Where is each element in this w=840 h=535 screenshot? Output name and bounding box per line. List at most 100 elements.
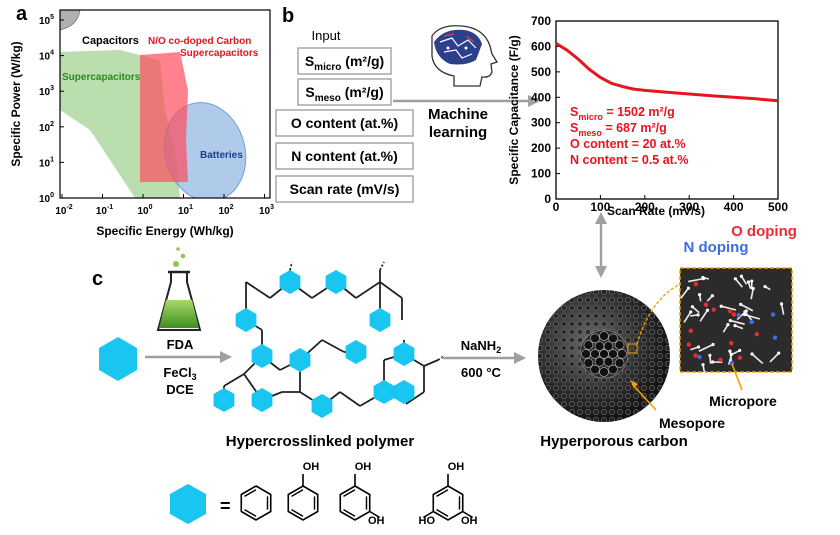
temperature-label: 600 °C	[461, 365, 502, 380]
micropore-channel	[720, 305, 737, 311]
mesopore-label: Mesopore	[659, 415, 725, 431]
chart-to-carbon-arrow	[595, 212, 607, 278]
polymer-bond	[423, 359, 439, 367]
micropore-node	[733, 277, 738, 281]
micropore-node	[750, 279, 754, 283]
polymer-label: Hypercrosslinked polymer	[226, 433, 415, 450]
polymer-bond	[321, 339, 345, 353]
chart-y-tick-label: 500	[531, 65, 551, 79]
hydroxyl-label: OH	[303, 461, 320, 473]
mesopore	[594, 356, 605, 367]
micropore-node	[719, 304, 723, 308]
o-dopant	[688, 328, 694, 334]
polymer-hexagon	[279, 270, 301, 294]
nanh2-sub: 2	[496, 345, 501, 355]
mesopore	[608, 364, 618, 375]
nanh2-main: NaNH	[461, 338, 496, 353]
input-to-chart-arrow	[393, 95, 540, 107]
micropore-channel	[727, 354, 733, 365]
micropore-node	[710, 294, 715, 298]
micropore-channel	[740, 303, 754, 312]
polymer-chain-ends	[289, 261, 445, 361]
equals-sign: =	[220, 496, 231, 516]
micropore-channel	[780, 303, 785, 315]
capacitors-label: Capacitors	[82, 35, 139, 47]
reaction-arrow-1	[145, 351, 232, 363]
micropore-channel	[744, 313, 761, 320]
carbon-label: Hyperporous carbon	[540, 433, 688, 450]
fecl3-sub: 3	[192, 372, 197, 382]
panel-a-frame	[59, 9, 271, 199]
mesopore	[583, 340, 594, 350]
micropore-channel	[698, 343, 714, 353]
codoped-label-line1: N/O co-doped Carbon	[148, 36, 251, 47]
polymer-hexagon	[251, 344, 273, 368]
supercapacitors-label: Supercapacitors	[62, 72, 141, 83]
micropore-channel	[750, 288, 754, 300]
polymer-hexagon	[251, 388, 273, 412]
micropore-node	[777, 351, 781, 355]
chart-x-tick-label: 100	[590, 200, 610, 214]
a-x-tick-label: 10-1	[96, 204, 113, 217]
chart-annotation-1: Smeso = 687 m²/g	[570, 121, 667, 138]
micropore-channel	[736, 310, 747, 321]
o-dopant	[703, 302, 709, 307]
micropore-node	[686, 286, 691, 290]
micropore-label: Micropore	[709, 393, 777, 409]
o-dopant	[718, 357, 723, 363]
hyperporous-carbon-sphere	[538, 283, 681, 422]
fecl3-label: FeCl3	[163, 365, 196, 382]
micropore-node	[728, 318, 732, 323]
ragone-regions	[60, 10, 247, 198]
input-label-3: N content (at.%)	[291, 148, 398, 164]
chart-y-tick-label: 200	[531, 141, 551, 155]
chart-x-tick-label: 200	[635, 200, 655, 214]
o-dopant	[711, 307, 716, 312]
micropore-channel	[734, 278, 743, 288]
micropore-channel	[688, 277, 704, 283]
polymer-bond	[223, 373, 245, 387]
n-dopant	[749, 319, 754, 325]
polymer-bond	[245, 281, 271, 299]
mesopore	[617, 349, 627, 359]
mesopore	[599, 331, 609, 341]
micropore-node	[690, 305, 695, 309]
codoped-label-line2: Supercapacitors	[180, 48, 259, 59]
micropore-node	[701, 363, 705, 367]
chart-annotation-3: N content = 0.5 at.%	[570, 153, 688, 167]
micropore-node	[696, 313, 700, 317]
chart-y-tick-label: 700	[531, 14, 551, 28]
micropore-node	[750, 352, 754, 356]
micropore-node	[738, 348, 742, 353]
n-doping-label: N doping	[684, 239, 749, 256]
capacitance-series-line	[555, 42, 779, 103]
legend-hexagon	[170, 484, 206, 524]
hydroxyl-label: HO	[419, 515, 436, 527]
polymer-bond	[355, 281, 381, 299]
a-x-tick-label: 10-2	[55, 204, 72, 217]
polymer-hexagon	[369, 308, 391, 332]
panel-a-xlabel: Specific Energy (Wh/kg)	[96, 224, 233, 238]
fecl3-main: FeCl	[163, 365, 191, 380]
chart-ylabel: Specific Capacitance (F/g)	[507, 35, 521, 184]
micropore-node	[698, 292, 702, 297]
chart-x-tick-label: 300	[679, 200, 699, 214]
micropore-channel	[751, 353, 764, 365]
mesopore	[614, 340, 625, 350]
input-boxes: Smicro (m²/g)Smeso (m²/g)O content (at.%…	[275, 47, 414, 203]
mesopore	[581, 349, 591, 359]
micropore-node	[763, 284, 767, 289]
polymer-bond	[379, 281, 403, 299]
mesopore	[583, 358, 594, 368]
polymer-hexagon	[311, 394, 333, 418]
micropore-node	[739, 274, 744, 278]
micropore-channel	[683, 311, 692, 323]
a-x-tick-label: 103	[259, 204, 274, 217]
input-box-1: Smeso (m²/g)	[297, 78, 392, 106]
mesopore	[608, 333, 618, 344]
micropore-node	[708, 353, 712, 357]
input-box-2: O content (at.%)	[275, 109, 414, 137]
input-title: Input	[312, 28, 341, 43]
micropore-channel	[769, 352, 780, 363]
